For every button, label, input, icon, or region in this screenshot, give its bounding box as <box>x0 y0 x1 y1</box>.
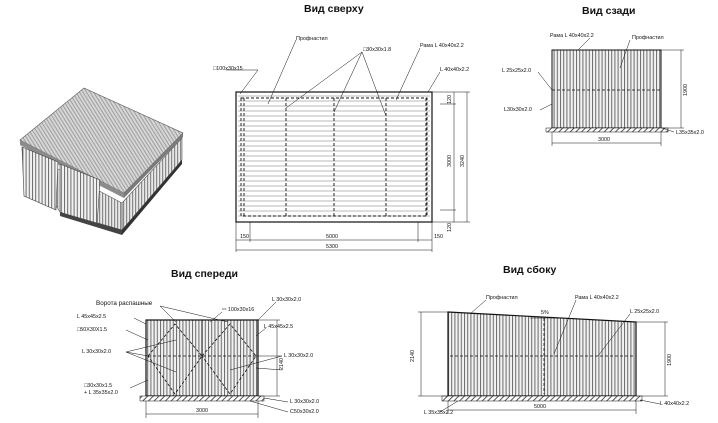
top-dim-3000: 3000 <box>447 155 453 167</box>
front-angle-35-label: + L 35x35x2.0 <box>84 390 118 396</box>
front-angle-45-right-label: L 45x45x2.5 <box>264 324 294 330</box>
back-angle-30-label: L30x30x2.0 <box>504 107 532 113</box>
front-angle-30-right-label: L 30x30x2.0 <box>284 353 314 359</box>
top-dim-150b: 150 <box>434 234 443 240</box>
front-gates-label: Ворота распашные <box>96 300 153 307</box>
top-dim-150: 150 <box>240 234 249 240</box>
back-view-drawing <box>537 37 684 146</box>
top-dim-5000: 5000 <box>326 234 338 240</box>
side-view-drawing <box>418 299 668 414</box>
top-tube-30-label: □30x30x1.8 <box>363 47 392 53</box>
side-dim-2140: 2140 <box>410 350 416 362</box>
side-view-title: Вид сбоку <box>503 264 557 276</box>
side-slope-label: 5% <box>541 310 549 316</box>
top-dim-120b: 120 <box>447 223 453 232</box>
front-angle-30-top-label: L 30x30x2.0 <box>272 297 302 303</box>
side-profnastil-label: Профнастил <box>486 295 518 301</box>
top-view-title: Вид сверху <box>304 3 364 15</box>
back-angle-25-label: L 25x25x2.0 <box>502 68 532 74</box>
side-dim-1900: 1900 <box>667 354 673 366</box>
channel-section-icon: ꟷ <box>222 307 227 313</box>
garage-3d-illustration <box>19 87 184 235</box>
top-angle-label: L 40x40x2.2 <box>440 67 470 73</box>
side-angle-25-label: L 25x25x2.0 <box>630 309 660 315</box>
back-dim-3000: 3000 <box>598 137 610 143</box>
back-frame-label: Рама L 40x40x2.2 <box>550 33 594 39</box>
front-angle-30-left-label: L 30x30x2.0 <box>82 349 112 355</box>
top-profnastil-label: Профнастил <box>296 36 328 42</box>
back-angle-35-label: L35x35x2.0 <box>676 130 704 136</box>
side-frame-label: Рама L 40x40x2.2 <box>575 295 619 301</box>
front-channel-label: C50x30x2.0 <box>290 409 319 415</box>
front-tube-50-label: □50X30X1.5 <box>77 327 107 333</box>
back-view-title: Вид сзади <box>582 5 636 17</box>
top-dim-5300: 5300 <box>326 244 338 250</box>
front-view-title: Вид спереди <box>171 268 239 280</box>
tube-section-icon: □ <box>84 383 88 389</box>
front-dim-3000: 3000 <box>196 408 208 414</box>
top-dim-3240: 3240 <box>460 155 466 167</box>
top-frame-label: Рама L 40x40x2.2 <box>420 43 464 49</box>
top-view-drawing <box>226 39 470 252</box>
side-angle-40-label: L 40x40x2.2 <box>660 401 690 407</box>
front-dim-2140: 2140 <box>279 358 285 370</box>
tube-section-icon: □ <box>77 327 81 333</box>
top-dim-120a: 120 <box>447 95 453 104</box>
front-view-drawing <box>125 301 289 418</box>
side-angle-35-label: L 35x35x2.2 <box>424 410 454 416</box>
front-angle-30-bottom-label: L 30x30x2.0 <box>290 399 320 405</box>
tube-section-icon: □ <box>363 47 367 53</box>
tube-section-icon: □ <box>213 66 217 72</box>
front-angle-45-left-label: L 45x45x2.5 <box>77 314 107 320</box>
top-tube-100-label: □100x30x15 <box>213 66 243 72</box>
back-profnastil-label: Профнастил <box>632 35 664 41</box>
front-tube-30-label: □30x30x1.5 <box>84 383 113 389</box>
front-tube-100-label: ꟷ 100x30x16 <box>222 307 255 313</box>
side-dim-5000: 5000 <box>534 404 546 410</box>
back-dim-1900: 1900 <box>683 84 689 96</box>
